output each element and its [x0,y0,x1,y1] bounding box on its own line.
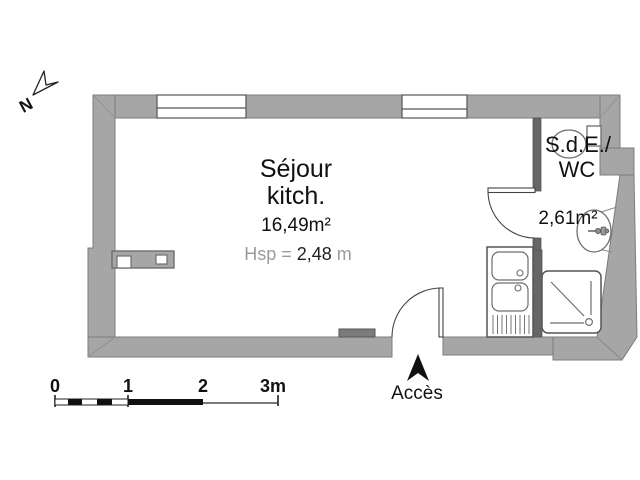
sink-drain-2 [514,284,522,292]
scale-label-1: 1 [123,376,133,396]
entry-door [391,287,444,338]
window-1 [156,94,247,119]
entry-door-leaf [438,287,444,338]
room-label-sejour-line1: Séjour [260,155,332,183]
sink-drain-1 [516,269,524,277]
ceiling-height-suffix: m [332,244,352,264]
shower-drain [584,318,593,327]
drainer [492,315,530,334]
toilet [551,125,602,159]
sink-bowl-2 [491,282,529,312]
shower-tray [541,270,602,334]
entrance-marker: Accès [391,354,443,404]
windows [156,94,468,119]
scale-label-2: 2 [198,376,208,396]
scale-label-3m: 3m [260,376,286,396]
wall-bottom-right [442,336,554,356]
toilet-cistern [586,125,602,147]
ceiling-height-label: Hsp = 2,48 m [244,244,352,264]
ceiling-height-prefix: Hsp = [244,244,297,264]
north-label: N [16,94,36,117]
scale-check-black-2 [97,399,112,405]
north-indicator: N [16,70,59,117]
bathroom-door-leaf [487,187,536,194]
wall-bevels [87,94,623,361]
sink-bowl-1 [491,251,529,281]
window-2 [401,94,468,119]
tap-icon [588,226,610,236]
wall-niche [111,250,175,269]
wall-right-diagonal [596,174,638,361]
entry-door-arc [391,287,442,338]
scale-segment-checkered [54,398,129,406]
room-label-sejour-line2: kitch. [267,182,325,210]
scale-segment-solid [128,399,203,405]
double-sink-unit [486,246,534,338]
access-label: Accès [391,383,443,404]
radiator [338,328,376,338]
area-label-bathroom: 2,61m² [538,208,597,229]
partition-upper [532,117,542,192]
partition-stub [532,237,542,251]
access-arrow-icon [407,354,429,381]
wall-right-jut [599,147,635,176]
washbasin [576,206,618,253]
toilet-bowl [551,129,587,159]
room-label-bathroom-line2: WC [559,157,596,182]
scale-bar: 0 1 2 3m [50,376,286,407]
bathroom-door [487,187,536,239]
room-label-bathroom-line1: S.d.E./ [545,132,612,157]
wall-bottom-left [87,336,393,358]
area-label-sejour: 16,49m² [261,215,331,236]
ceiling-height-value: 2,48 [297,244,332,264]
scale-check-black-1 [68,399,82,405]
bathroom-door-arc [487,190,536,239]
wall-left [87,94,116,341]
scale-label-0: 0 [50,376,60,396]
niche-opening-1 [116,255,132,269]
shower-diagonal [550,281,585,317]
north-arrow-icon [32,70,59,96]
niche-opening-2 [155,254,168,265]
